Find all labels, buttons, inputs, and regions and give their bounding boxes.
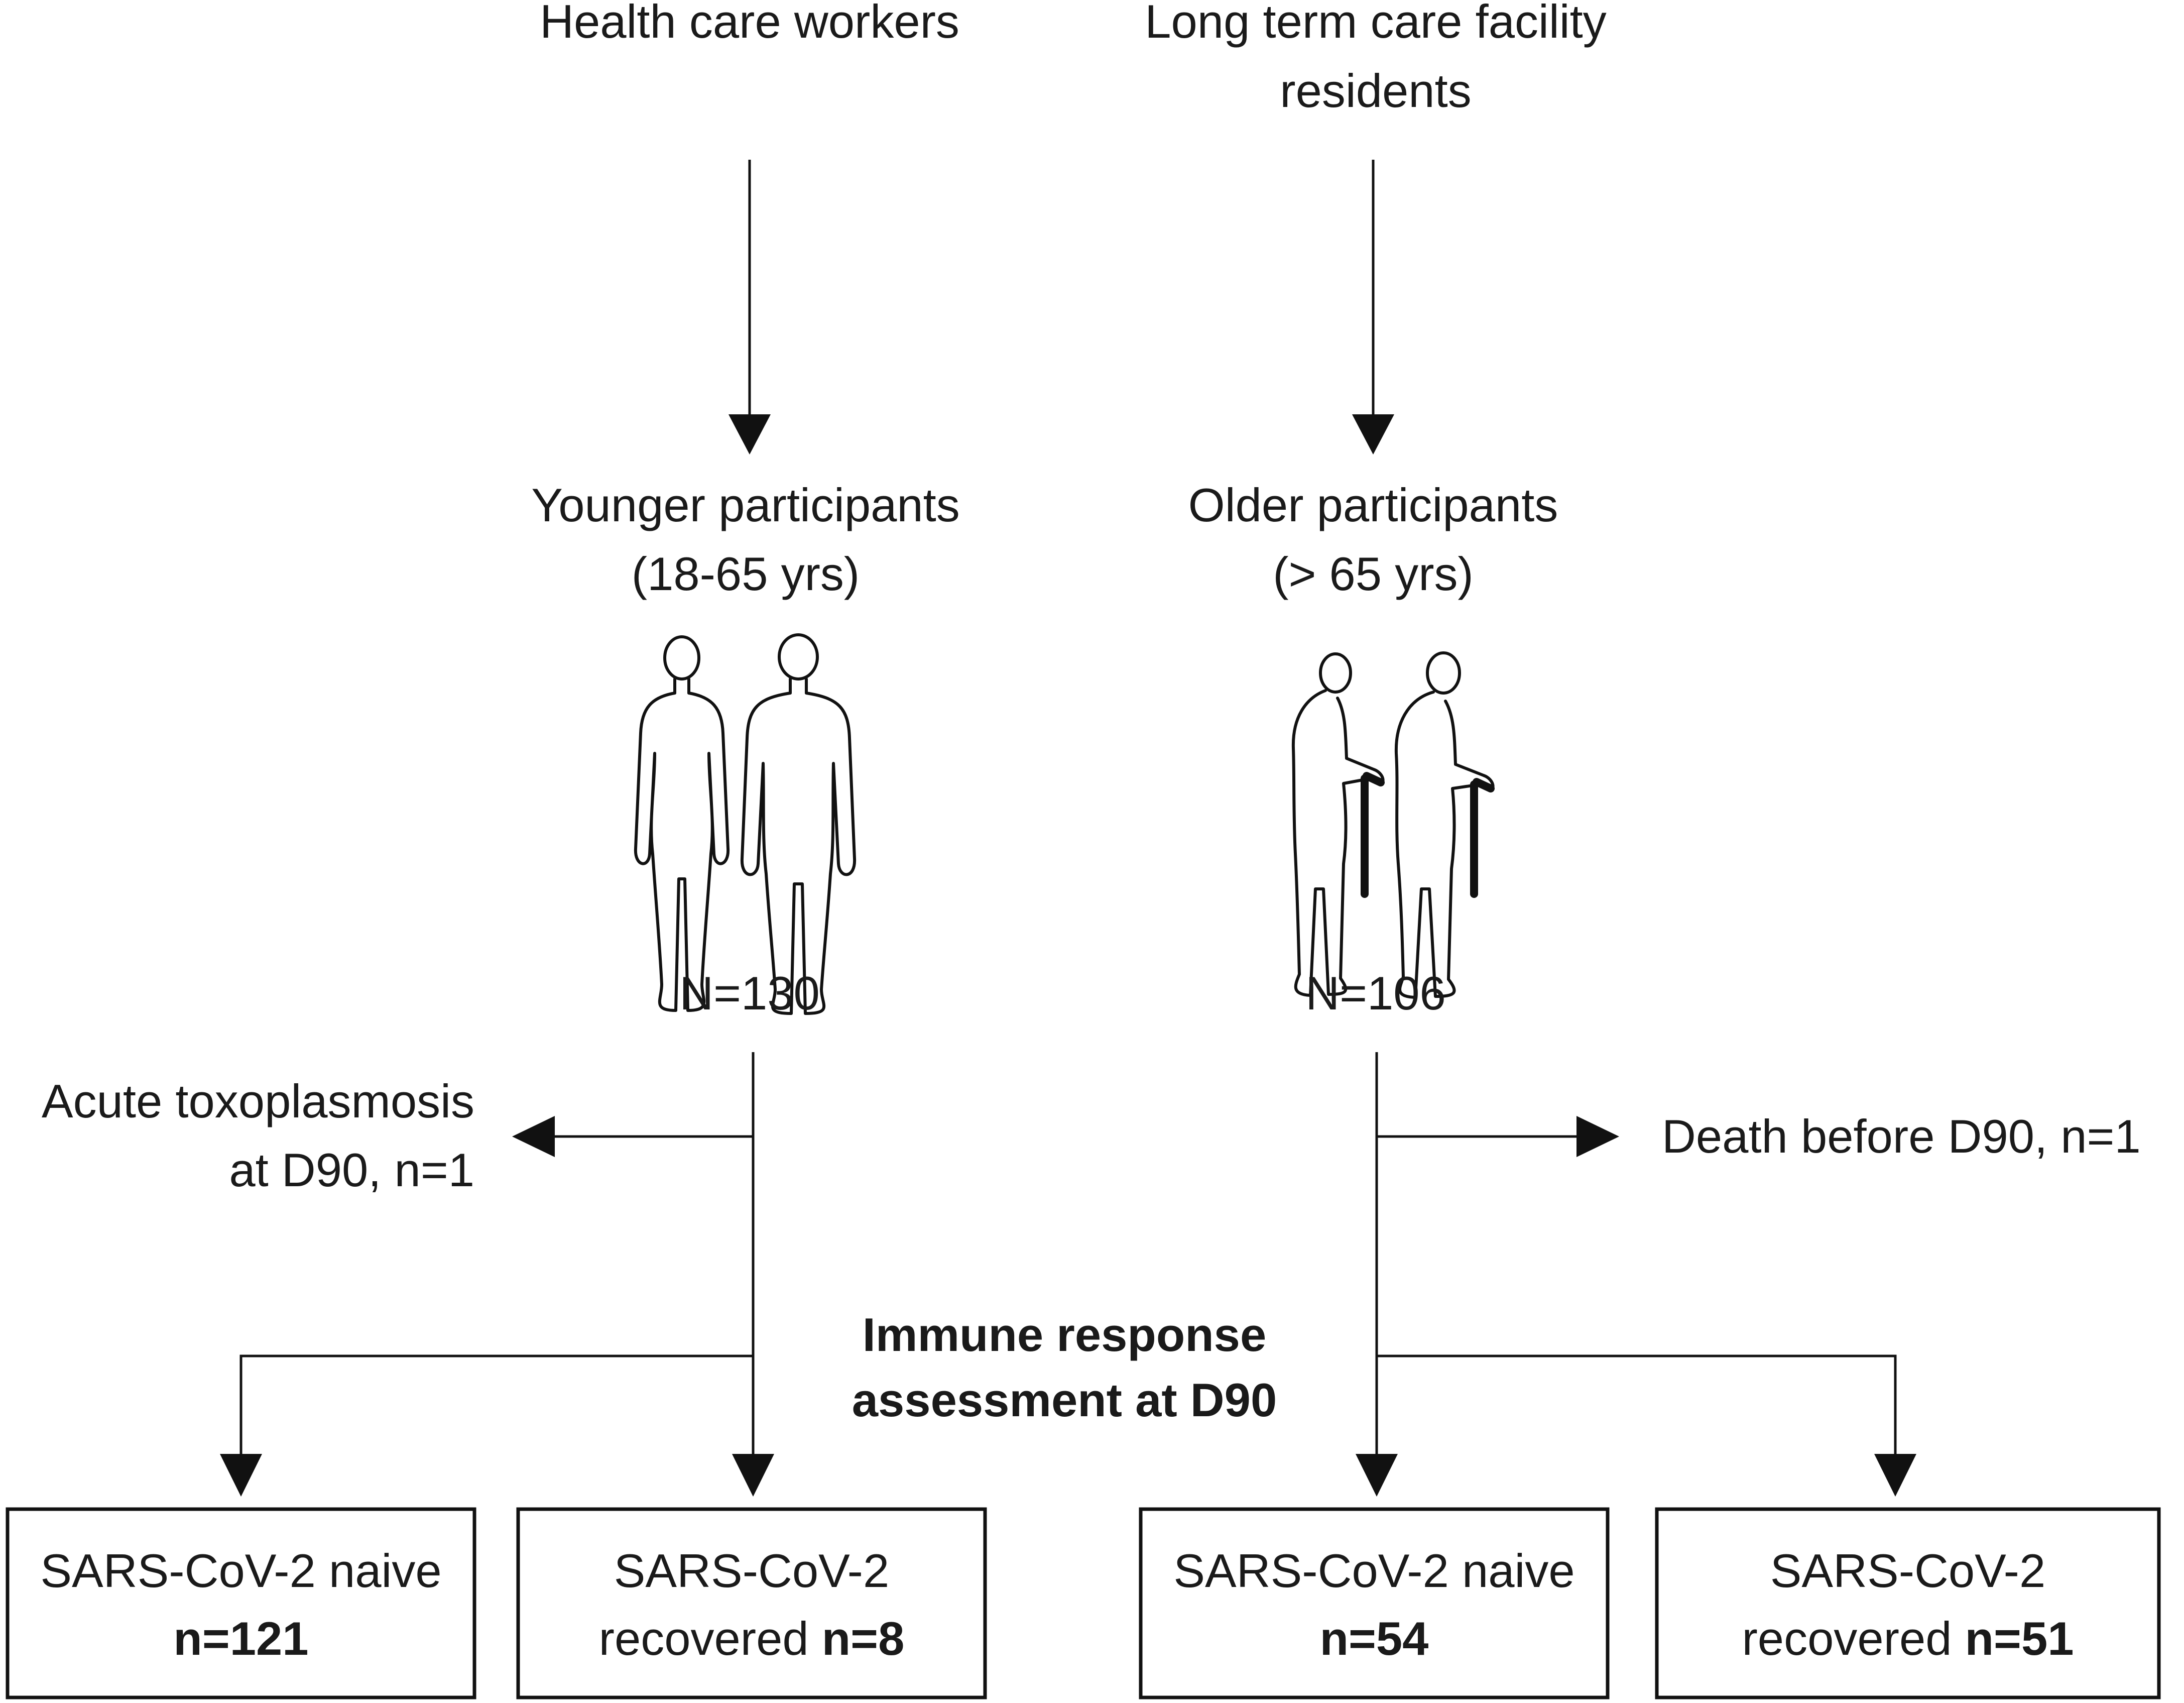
outcome-label: SARS-CoV-2 bbox=[1770, 1544, 2046, 1597]
cane-handle bbox=[1473, 778, 1495, 792]
younger-count: N=130 bbox=[679, 967, 820, 1019]
outcome-box-older-recovered: SARS-CoV-2 recovered n=51 bbox=[1655, 1507, 2161, 1699]
outcome-count: n=51 bbox=[1965, 1612, 2074, 1665]
younger-group-title: Younger participants bbox=[531, 479, 960, 531]
outcome-prefix: recovered bbox=[1742, 1612, 1965, 1665]
exclusion-left-label-line2: at D90, n=1 bbox=[229, 1144, 474, 1196]
cane-handle bbox=[1363, 772, 1385, 786]
outcome-count-line: n=121 bbox=[173, 1612, 308, 1665]
assessment-label-line2: assessment at D90 bbox=[852, 1374, 1277, 1426]
younger-branch-line bbox=[239, 1354, 753, 1459]
outcome-box-younger-naive: SARS-CoV-2 naive n=121 bbox=[6, 1507, 476, 1699]
arrowhead-left-group bbox=[729, 414, 771, 455]
assessment-label-line1: Immune response bbox=[863, 1308, 1266, 1361]
outcome-label: SARS-CoV-2 naive bbox=[40, 1544, 441, 1597]
outcome-count: n=121 bbox=[173, 1612, 308, 1665]
arrowhead-right-group bbox=[1352, 414, 1394, 455]
arrowhead-exclusion-right bbox=[1576, 1116, 1619, 1157]
arrowhead-older-naive bbox=[1356, 1454, 1398, 1497]
elderly-man-icon bbox=[1394, 651, 1495, 999]
elderly-couple-with-canes-icon bbox=[1291, 651, 1495, 999]
older-group-age: (> 65 yrs) bbox=[1273, 547, 1474, 600]
source-left-label: Health care workers bbox=[540, 0, 959, 48]
older-branch-line bbox=[1377, 1354, 1897, 1459]
outcome-count-line: n=54 bbox=[1320, 1612, 1429, 1665]
arrowhead-exclusion-left bbox=[512, 1116, 555, 1157]
outcome-count-line: recovered n=51 bbox=[1742, 1612, 2074, 1665]
source-right-label-line1: Long term care facility bbox=[1145, 0, 1606, 48]
outcome-prefix: recovered bbox=[599, 1612, 822, 1665]
exclusion-right-label: Death before D90, n=1 bbox=[1662, 1110, 2141, 1163]
elderly-woman-icon bbox=[1291, 652, 1385, 997]
source-right-label-line2: residents bbox=[1280, 64, 1471, 117]
outcome-box-younger-recovered: SARS-CoV-2 recovered n=8 bbox=[516, 1507, 987, 1699]
arrowhead-younger-recovered bbox=[732, 1454, 774, 1497]
outcome-label: SARS-CoV-2 bbox=[614, 1544, 890, 1597]
arrowhead-younger-naive bbox=[220, 1454, 262, 1497]
younger-group-age: (18-65 yrs) bbox=[632, 547, 860, 600]
exclusion-left-label-line1: Acute toxoplasmosis bbox=[42, 1075, 474, 1127]
older-count: N=106 bbox=[1305, 967, 1446, 1019]
adult-man-icon bbox=[740, 633, 857, 1015]
outcome-box-older-naive: SARS-CoV-2 naive n=54 bbox=[1139, 1507, 1610, 1699]
older-group-title: Older participants bbox=[1188, 479, 1558, 531]
adult-woman-icon bbox=[634, 635, 730, 1012]
adult-couple-icon bbox=[634, 633, 857, 1015]
outcome-count-line: recovered n=8 bbox=[599, 1612, 905, 1665]
outcome-count: n=54 bbox=[1320, 1612, 1429, 1665]
outcome-label: SARS-CoV-2 naive bbox=[1173, 1544, 1574, 1597]
outcome-count: n=8 bbox=[822, 1612, 905, 1665]
arrowhead-older-recovered bbox=[1874, 1454, 1916, 1497]
